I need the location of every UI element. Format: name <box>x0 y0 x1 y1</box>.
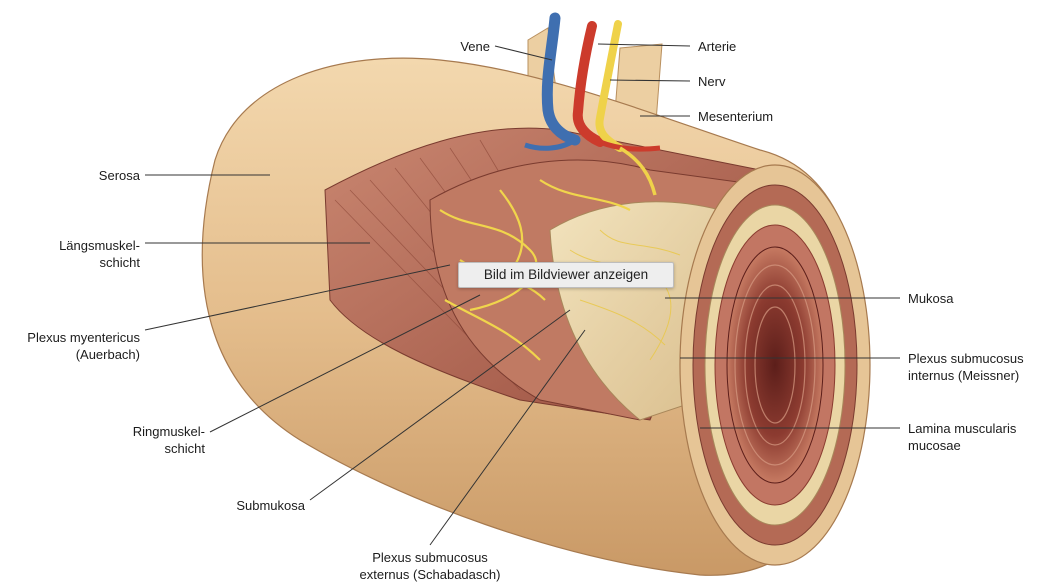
label-plexus-submucosus-externus: Plexus submucosus externus (Schabadasch) <box>330 549 530 583</box>
label-plexus-submucosus-internus: Plexus submucosus internus (Meissner) <box>908 350 1024 384</box>
lumen <box>727 247 823 483</box>
label-arterie: Arterie <box>698 38 736 55</box>
label-vene: Vene <box>400 38 490 55</box>
label-submukosa: Submukosa <box>180 497 305 514</box>
label-mesenterium: Mesenterium <box>698 108 773 125</box>
label-serosa: Serosa <box>40 167 140 184</box>
view-in-image-viewer-tooltip[interactable]: Bild im Bildviewer anzeigen <box>458 262 674 288</box>
label-plexus-myentericus: Plexus myentericus (Auerbach) <box>0 329 140 363</box>
label-nerv: Nerv <box>698 73 725 90</box>
label-lamina-muscularis: Lamina muscularis mucosae <box>908 420 1016 454</box>
label-ringmuskel: Ringmuskel- schicht <box>80 423 205 457</box>
label-laengsmuskel: Längsmuskel- schicht <box>20 237 140 271</box>
label-mukosa: Mukosa <box>908 290 954 307</box>
